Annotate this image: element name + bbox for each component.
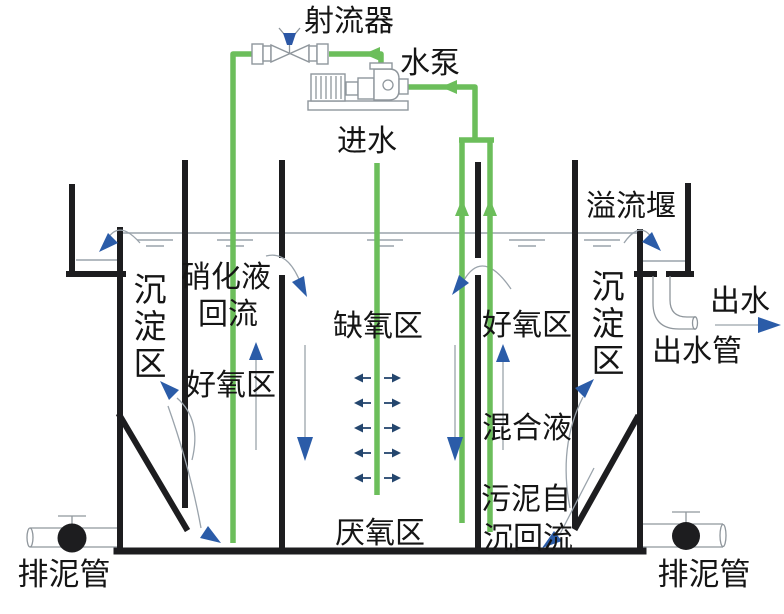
left-sludge-return-arrow-icon: [200, 526, 221, 543]
effluent-pipe-assembly: [652, 276, 699, 330]
nitrified-recycle-label-line1: 硝化液: [181, 261, 271, 294]
left-hopper-diagonal: [115, 411, 191, 533]
pump-coupling: [345, 81, 359, 96]
green-piping: [230, 47, 497, 543]
right-settler-rise-curve: [565, 396, 584, 509]
pump-discharge-pipe: [329, 51, 384, 63]
right-sludge-return-arrow-icon: [542, 531, 562, 548]
valve-icon: [57, 523, 87, 553]
right-weir-arrow-icon: [642, 232, 661, 251]
up-flow-arrow-icon: [455, 199, 469, 216]
effluent-label: 出水: [710, 285, 770, 318]
right-port-arrow-icon: [452, 275, 469, 295]
anoxic-zone-label: 缺氧区: [333, 310, 423, 343]
right-sludge-return-curve: [559, 467, 595, 535]
nitrified-recycle-pipe: [230, 51, 252, 543]
sludge-drain-left-label: 排泥管: [18, 557, 111, 592]
sludge-return-label-line1: 污泥自: [481, 483, 571, 516]
aerobic-up-arrow-icon: [249, 342, 263, 360]
effluent-pipe-label: 出水管: [652, 335, 742, 368]
pump-label: 水泵: [400, 47, 460, 80]
pipe-end-cap: [691, 316, 699, 330]
flow-curves: [107, 229, 653, 535]
aerobic-zone-right-label: 好氧区: [482, 309, 572, 342]
pump-bearing-frame: [357, 77, 375, 100]
right-hopper-diagonal: [571, 413, 642, 532]
influent-distribution-arrows: [354, 373, 401, 483]
ejector-flange-left: [251, 43, 264, 65]
inlet-label: 进水: [337, 125, 397, 158]
left-settler-rise-curve: [176, 397, 196, 461]
ejector-device: [251, 27, 329, 65]
pipe-end-cap: [26, 527, 34, 548]
up-flow-arrow-icon: [483, 199, 497, 216]
sludge-drain-right-assembly: [643, 511, 727, 550]
left-settler-rise-arrow-icon: [160, 381, 179, 400]
air-nozzle-icon: [283, 33, 296, 45]
left-weir-arrow-icon: [99, 233, 118, 252]
labels: 射流器 水泵 进水 溢流堰 硝化液 回流 沉淀区 好氧区 缺氧区 厌氧区 好氧区…: [18, 5, 771, 592]
pipe-end-cap: [719, 523, 727, 548]
anaerobic-zone-label: 厌氧区: [335, 517, 425, 550]
pump-suction-pipe: [408, 84, 478, 140]
flow-arrow-icon: [441, 80, 457, 94]
anoxic-down-arrow-icon: [447, 437, 463, 461]
left-port-arrow-icon: [292, 276, 307, 297]
ejector-label: 射流器: [304, 5, 394, 38]
anoxic-down-arrow-icon: [297, 437, 313, 461]
sed-zone-right-label: 沉淀区: [592, 270, 625, 380]
pump-device: [307, 62, 409, 111]
pump-discharge-flange: [369, 62, 393, 70]
pump-base: [307, 100, 409, 111]
flow-arrow-icon: [364, 47, 380, 61]
sludge-return-label-line2: 沉回流: [483, 522, 573, 555]
nitrified-recycle-label-line2: 回流: [198, 298, 258, 331]
left-sludge-return-curve: [167, 405, 202, 529]
sed-zone-left-label: 沉淀区: [134, 273, 167, 383]
right-port-curve: [463, 265, 512, 290]
sludge-drain-right-label: 排泥管: [658, 557, 751, 592]
mixed-liquor-label: 混合液: [482, 412, 572, 445]
tank-walls: [66, 160, 694, 555]
pump-suction-flange: [398, 78, 409, 95]
right-settler-rise-arrow-icon: [575, 379, 594, 398]
overflow-weir-label: 溢流堰: [586, 190, 676, 223]
effluent-arrow-icon: [758, 317, 781, 333]
flow-arrows: [99, 232, 781, 548]
aerobic-zone-left-label: 好氧区: [186, 369, 276, 402]
venturi-cone-right: [288, 43, 310, 64]
water-surface: [76, 232, 686, 262]
sludge-drain-left-assembly: [26, 515, 117, 553]
pump-volute: [373, 68, 400, 101]
venturi-cone-left: [270, 43, 292, 64]
aerobic-up-arrow-icon: [496, 344, 510, 362]
pump-motor: [310, 73, 346, 102]
valve-icon: [672, 522, 700, 550]
ejector-flange-right: [316, 43, 329, 65]
